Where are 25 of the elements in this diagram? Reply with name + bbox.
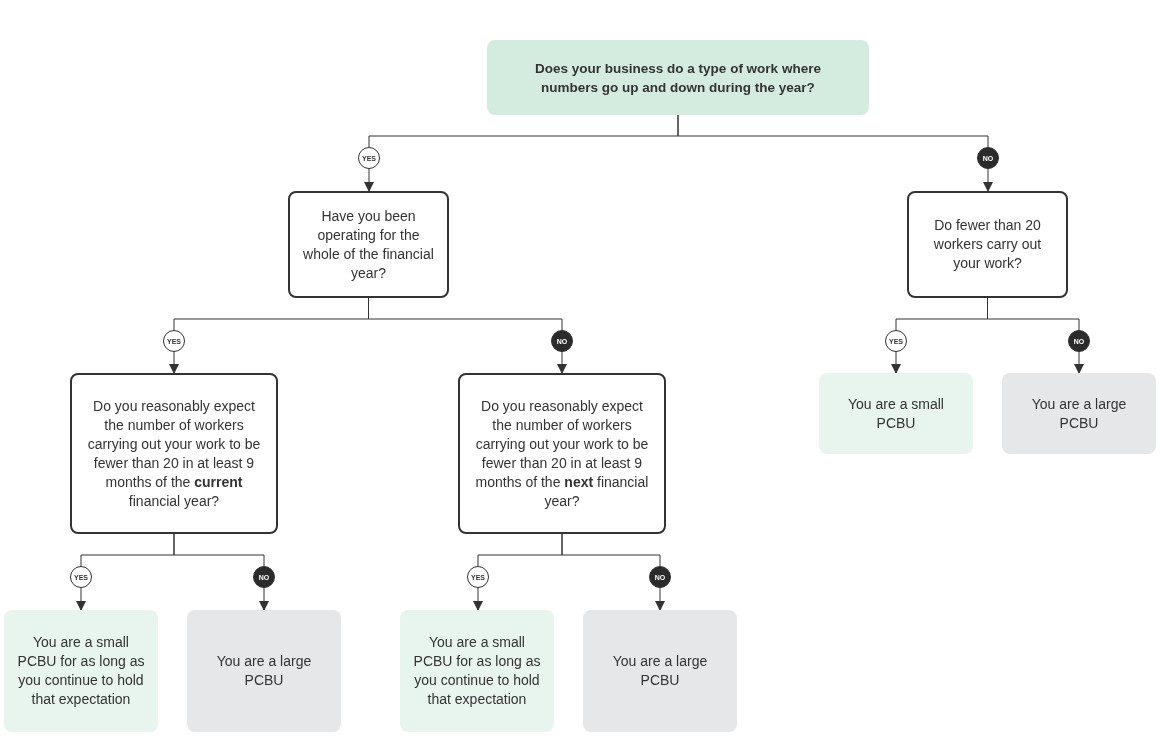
- connector-arrow: [173, 533, 269, 611]
- outcome-box: [187, 610, 341, 732]
- node-text: You are a small PCBU: [847, 394, 945, 433]
- node-text: Do you reasonably expect the number of workers carrying out your work to be fewer than 20 in at least 9 months of the current financial year?: [86, 396, 262, 511]
- node-text: Have you been operating for the whole of the financial year?: [302, 206, 435, 283]
- node-text: You are a large PCBU: [1030, 394, 1128, 433]
- node-text: You are a large PCBU: [215, 652, 313, 690]
- decision-box: [288, 191, 449, 298]
- decision-box: [70, 373, 278, 534]
- connector-arrow: [677, 114, 993, 192]
- outcome-box: [4, 610, 158, 732]
- outcome-box: [819, 373, 973, 454]
- node-text: You are a large PCBU: [611, 652, 709, 690]
- decision-box: [907, 191, 1068, 298]
- connector-arrow: [561, 533, 665, 611]
- outcome-box: [400, 610, 554, 732]
- outcome-box: [1002, 373, 1156, 454]
- node-text: Do you reasonably expect the number of workers carrying out your work to be fewer than 20 in at least 9 months of the next financial year?: [474, 396, 650, 511]
- node-text: Do fewer than 20 workers carry out your work?: [932, 216, 1043, 273]
- decision-box: [458, 373, 666, 534]
- node-text: You are a small PCBU for as long as you continue to hold that expectation: [412, 633, 542, 709]
- node-text: You are a small PCBU for as long as you continue to hold that expectation: [16, 633, 146, 709]
- outcome-box: [583, 610, 737, 732]
- decision-box: [487, 40, 869, 115]
- node-text: Does your business do a type of work where numbers go up and down during the year?: [534, 59, 822, 97]
